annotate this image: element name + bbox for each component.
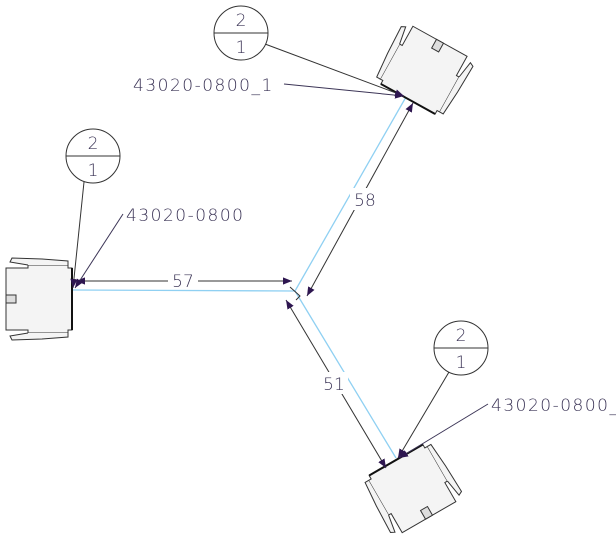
label-left[interactable]: 43020-0800 <box>74 206 244 289</box>
dimension-label: 51 <box>323 375 345 395</box>
balloon-top-text: 2 <box>236 11 247 31</box>
dimension-label: 58 <box>354 191 376 211</box>
balloon-lower[interactable]: 2 1 <box>397 320 489 459</box>
wire-left[interactable] <box>72 289 296 292</box>
wires <box>72 96 407 459</box>
junction-mark <box>289 286 301 301</box>
connector-left[interactable] <box>5 257 73 341</box>
dimension-57: 57 <box>76 270 292 292</box>
balloon-top-text: 2 <box>88 134 99 154</box>
connector-name: 43020-0800_1 <box>133 76 274 96</box>
label-upper[interactable]: 43020-0800_1 <box>133 76 405 99</box>
connector-name: 43020-0800_2 <box>491 396 616 416</box>
connector-name: 43020-0800 <box>126 206 244 226</box>
connector-lower[interactable] <box>359 438 466 539</box>
balloon-left[interactable]: 2 1 <box>65 128 121 289</box>
dimension-51: 51 <box>285 299 387 469</box>
balloon-bottom-text: 1 <box>88 161 99 181</box>
connector-upper[interactable] <box>371 20 477 120</box>
label-lower[interactable]: 43020-0800_2 <box>398 396 616 459</box>
balloon-top-text: 2 <box>456 326 467 346</box>
balloon-bottom-text: 1 <box>236 38 247 58</box>
balloon-bottom-text: 1 <box>456 353 467 373</box>
balloon-upper[interactable]: 2 1 <box>213 5 405 97</box>
dimension-58: 58 <box>306 102 414 297</box>
dimension-label: 57 <box>172 272 194 292</box>
